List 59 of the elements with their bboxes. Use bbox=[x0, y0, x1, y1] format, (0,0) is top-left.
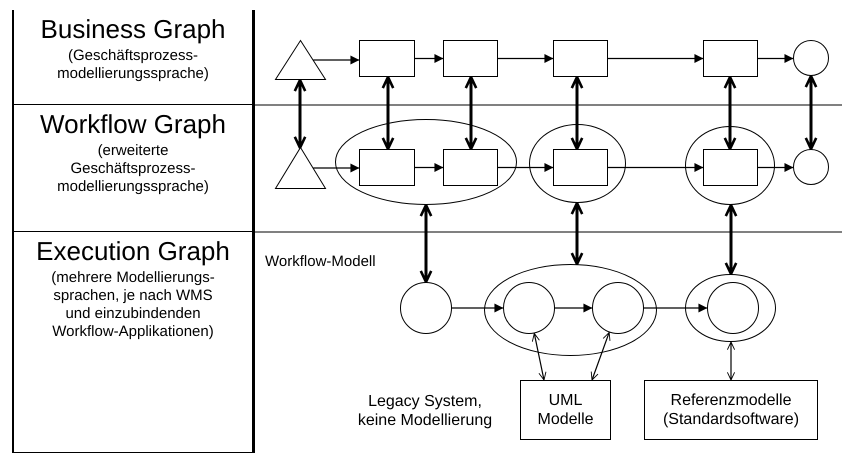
row-header-cell bbox=[12, 232, 255, 453]
process-box bbox=[553, 40, 608, 77]
row-description: (Geschäftsprozess- modellierungssprache) bbox=[56, 47, 210, 83]
model-box: UML Modelle bbox=[520, 380, 611, 440]
process-box bbox=[359, 40, 415, 77]
grouping-ellipse bbox=[685, 126, 775, 205]
grouping-ellipse bbox=[484, 264, 657, 356]
arrow bbox=[313, 164, 360, 172]
grouping-ellipse bbox=[335, 119, 517, 205]
arrow bbox=[608, 54, 704, 63]
arrow bbox=[644, 304, 708, 312]
arrow bbox=[294, 78, 306, 150]
note-text: Legacy System, keine Modellierung bbox=[356, 392, 494, 430]
state-circle bbox=[400, 282, 452, 334]
start-triangle bbox=[275, 40, 326, 80]
arrow bbox=[415, 54, 444, 63]
row-title: Execution Graph bbox=[36, 236, 230, 266]
process-box bbox=[359, 149, 415, 186]
row-header-cell bbox=[12, 10, 255, 105]
arrow bbox=[498, 54, 554, 63]
row-title: Business Graph bbox=[40, 14, 226, 44]
arrow bbox=[415, 163, 444, 172]
state-circle bbox=[793, 40, 829, 76]
arrow bbox=[570, 202, 584, 266]
row-title: Workflow Graph bbox=[40, 109, 226, 139]
row-description: (erweiterte Geschäftsprozess- modellierungssprache) bbox=[56, 142, 210, 196]
arrow bbox=[804, 74, 818, 150]
model-box: Referenzmodelle (Standardsoftware) bbox=[644, 380, 818, 440]
arrow bbox=[570, 76, 584, 150]
arrow bbox=[608, 163, 704, 172]
row-header-cell bbox=[12, 105, 255, 232]
arrow bbox=[382, 76, 394, 150]
state-circle bbox=[793, 149, 829, 185]
arrow bbox=[532, 333, 546, 380]
process-box bbox=[443, 40, 498, 77]
state-circle bbox=[503, 282, 555, 334]
arrow bbox=[726, 342, 736, 380]
arrow bbox=[313, 56, 360, 64]
arrow bbox=[464, 76, 478, 150]
row-description: (mehrere Modellierungs- sprachen, je nach WMS und einzubindenden Workflow-Applikationen) bbox=[50, 269, 216, 341]
process-box bbox=[703, 40, 758, 77]
arrow bbox=[452, 304, 504, 312]
start-triangle bbox=[275, 147, 326, 189]
arrow bbox=[724, 204, 738, 276]
arrow bbox=[758, 163, 794, 172]
process-box bbox=[443, 149, 498, 186]
grouping-ellipse bbox=[529, 124, 626, 203]
state-circle bbox=[592, 282, 644, 334]
grouping-ellipse bbox=[685, 274, 776, 342]
arrow bbox=[555, 304, 592, 312]
arrow bbox=[758, 54, 794, 63]
process-box bbox=[703, 149, 758, 186]
arrow bbox=[420, 204, 432, 284]
arrow bbox=[590, 332, 610, 380]
edge-label: Workflow-Modell bbox=[265, 253, 376, 270]
process-box bbox=[553, 149, 608, 186]
arrow bbox=[498, 163, 554, 172]
arrow bbox=[724, 76, 736, 150]
state-circle bbox=[707, 282, 759, 334]
